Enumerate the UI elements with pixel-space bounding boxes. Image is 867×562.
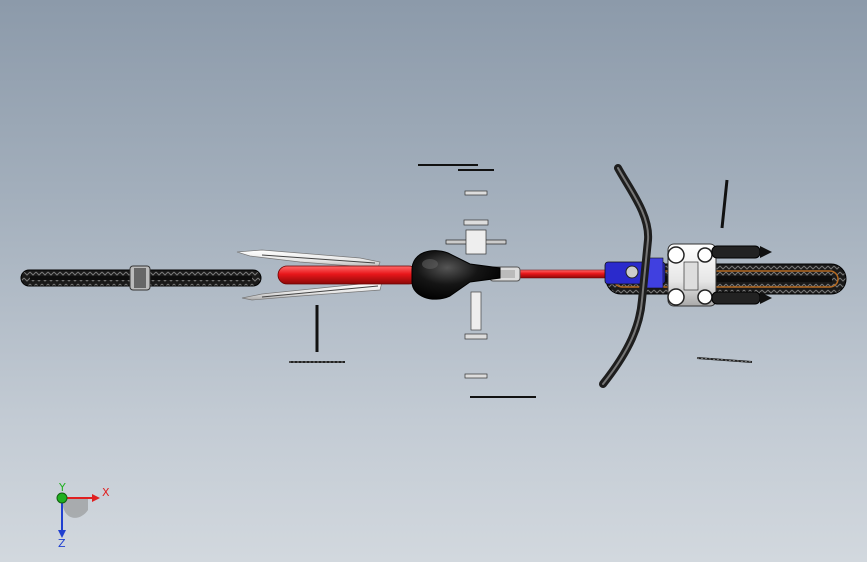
x-axis-label: X [102,486,110,499]
front-exploded-parts [696,179,753,363]
rear-stays [236,249,383,301]
y-axis-dot [56,492,68,504]
crank-exploded [418,164,536,398]
headset[interactable] [604,257,666,289]
saddle[interactable] [411,250,501,300]
rear-hub [129,265,151,291]
coordinate-triad: X Y Z [40,480,120,550]
rear-exploded-parts [289,305,345,363]
front-fork[interactable] [667,243,772,307]
rear-wheel[interactable] [20,265,262,291]
y-axis-label: Y [58,481,66,494]
z-axis-label: Z [58,537,66,550]
handlebar[interactable] [599,164,653,388]
